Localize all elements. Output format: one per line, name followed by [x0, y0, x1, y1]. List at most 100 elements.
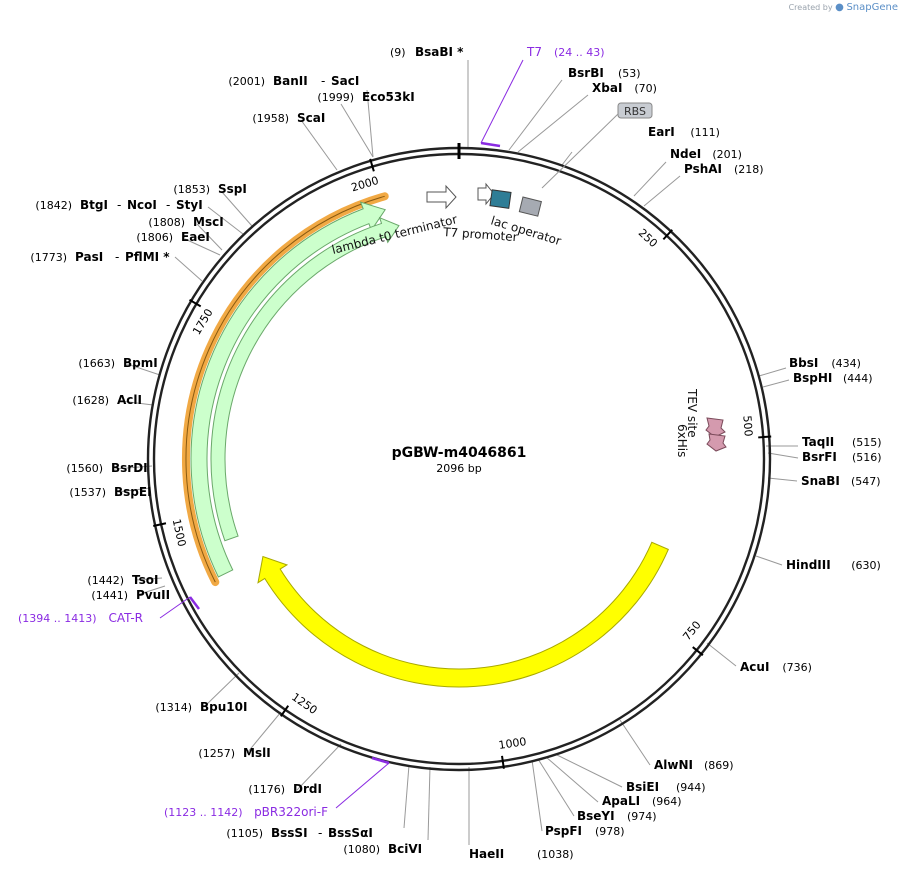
enzyme-site[interactable]: BciVI(1080)	[343, 842, 422, 856]
enzyme-site[interactable]: Eco53kI(1999)	[317, 90, 414, 104]
enzyme-site[interactable]: NdeI (201)	[670, 147, 742, 161]
enzyme-site[interactable]: BssSI-BssSαI(1105)	[226, 826, 372, 840]
enzyme-name[interactable]: EaeI	[181, 230, 210, 244]
enzyme-name[interactable]: BsrBI	[568, 66, 604, 80]
feature-lambda-t0-terminator[interactable]	[426, 184, 457, 210]
enzyme-name[interactable]: AcuI	[740, 660, 769, 674]
enzyme-site[interactable]: XbaI(70)	[592, 81, 657, 95]
enzyme-name[interactable]: Eco53kI	[362, 90, 415, 104]
enzyme-site[interactable]: TaqII(515)	[802, 435, 882, 449]
enzyme-site[interactable]: DrdI(1176)	[248, 782, 322, 796]
enzyme-site[interactable]: BpmI(1663)	[78, 356, 157, 370]
enzyme-name[interactable]: PvuII	[136, 588, 170, 602]
enzyme-site[interactable]: PvuII(1441)	[91, 588, 170, 602]
enzyme-site[interactable]: SnaBI(547)	[801, 474, 881, 488]
enzyme-name[interactable]: TaqII	[802, 435, 834, 449]
enzyme-name[interactable]: BssSI	[271, 826, 308, 840]
enzyme-site[interactable]: BspEI(1537)	[69, 485, 151, 499]
enzyme-name[interactable]: XbaI	[592, 81, 622, 95]
feature-ori[interactable]	[257, 541, 669, 688]
feature-6xhis[interactable]	[706, 433, 727, 452]
primer-name[interactable]: T7	[526, 45, 542, 59]
enzyme-name[interactable]: BanII	[273, 74, 308, 88]
enzyme-site[interactable]: HindIII(630)	[786, 558, 881, 572]
enzyme-site[interactable]: ScaI(1958)	[252, 111, 325, 125]
enzyme-name[interactable]: BspEI	[114, 485, 152, 499]
enzyme-site[interactable]: AcuI(736)	[740, 660, 812, 674]
enzyme-site[interactable]: SspI(1853)	[173, 182, 246, 196]
enzyme-site[interactable]: PspFI(978)	[545, 824, 625, 838]
enzyme-site[interactable]: BseYI(974)	[577, 809, 657, 823]
enzyme-leader	[758, 367, 787, 377]
enzyme-name[interactable]: BtgI	[80, 198, 108, 212]
enzyme-name[interactable]: MslI	[243, 746, 271, 760]
enzyme-position: (1806)	[136, 231, 173, 244]
enzyme-name[interactable]: BssSαI	[328, 826, 373, 840]
enzyme-name[interactable]: StyI	[176, 198, 203, 212]
feature-t7-promoter-arrow[interactable]	[477, 182, 495, 206]
enzyme-site[interactable]: BsrDI(1560)	[66, 461, 147, 475]
enzyme-site[interactable]: Bpu10I(1314)	[155, 700, 247, 714]
enzyme-name[interactable]: DrdI	[293, 782, 322, 796]
enzyme-site[interactable]: MscI(1808)	[148, 215, 223, 229]
enzyme-name[interactable]: Bpu10I	[200, 700, 247, 714]
enzyme-name[interactable]: HaeII	[469, 847, 504, 861]
enzyme-site[interactable]: EaeI (1806)	[136, 230, 209, 244]
enzyme-name[interactable]: AclI	[117, 393, 142, 407]
enzyme-name[interactable]: ScaI	[297, 111, 325, 125]
enzyme-name[interactable]: AlwNI	[654, 758, 693, 772]
enzyme-site[interactable]: PasI-PflMI *(1773)	[30, 250, 170, 264]
enzyme-name[interactable]: BciVI	[388, 842, 422, 856]
enzyme-site[interactable]: TsoI(1442)	[87, 573, 158, 587]
enzyme-name[interactable]: BbsI	[789, 356, 818, 370]
enzyme-name[interactable]: SnaBI	[801, 474, 840, 488]
enzyme-name[interactable]: PspFI	[545, 824, 582, 838]
enzyme-site[interactable]: BanII-SacI(2001)	[228, 74, 359, 88]
enzyme-site[interactable]: MslI(1257)	[198, 746, 270, 760]
enzyme-site[interactable]: BspHI(444)	[793, 371, 873, 385]
enzyme-name[interactable]: SacI	[331, 74, 359, 88]
plasmid-length: 2096 bp	[436, 462, 481, 475]
enzyme-name[interactable]: PflMI *	[125, 250, 170, 264]
primer-name[interactable]: CAT-R	[108, 611, 143, 625]
enzyme-site[interactable]: (9)BsaBI *	[390, 45, 464, 59]
enzyme-name[interactable]: BsrFI	[802, 450, 837, 464]
primer-mark[interactable]	[371, 756, 390, 765]
primer-mark[interactable]	[189, 596, 200, 610]
enzyme-name[interactable]: BsiEI	[626, 780, 659, 794]
feature-tev-site[interactable]	[705, 417, 726, 438]
enzyme-site[interactable]: ApaLI(964)	[602, 794, 682, 808]
feature-rbs-box[interactable]	[489, 189, 512, 209]
enzyme-name[interactable]: TsoI	[132, 573, 158, 587]
enzyme-site[interactable]: BsrBI(53)	[568, 66, 641, 80]
enzyme-site[interactable]: AclI(1628)	[72, 393, 142, 407]
primer-mark[interactable]	[480, 141, 501, 148]
enzyme-leader	[762, 379, 790, 388]
enzyme-name[interactable]: BsrDI	[111, 461, 148, 475]
enzyme-name[interactable]: PasI	[75, 250, 103, 264]
enzyme-site[interactable]: EarI(111)	[648, 125, 720, 139]
enzyme-name[interactable]: BspHI	[793, 371, 832, 385]
enzyme-name[interactable]: BseYI	[577, 809, 615, 823]
enzyme-name[interactable]: HindIII	[786, 558, 831, 572]
enzyme-site[interactable]: BtgI-NcoI-StyI(1842)	[35, 198, 202, 212]
enzyme-site[interactable]: BsiEI(944)	[626, 780, 706, 794]
enzyme-name[interactable]: MscI	[193, 215, 224, 229]
enzyme-name[interactable]: BsaBI *	[415, 45, 464, 59]
primer-name[interactable]: pBR322ori-F	[254, 805, 328, 819]
enzyme-name[interactable]: EarI	[648, 125, 675, 139]
enzyme-site[interactable]: AlwNI(869)	[654, 758, 734, 772]
enzyme-name[interactable]: NdeI	[670, 147, 701, 161]
enzyme-name[interactable]: SspI	[218, 182, 247, 196]
enzyme-site[interactable]: BsrFI(516)	[802, 450, 882, 464]
feature-cmr[interactable]	[190, 201, 386, 578]
enzyme-position: (201)	[712, 148, 742, 161]
enzyme-name[interactable]: BpmI	[123, 356, 158, 370]
feature-lac-operator[interactable]	[518, 196, 543, 217]
enzyme-site[interactable]: HaeII(1038)	[469, 847, 574, 861]
enzyme-name[interactable]: ApaLI	[602, 794, 640, 808]
enzyme-site[interactable]: BbsI(434)	[789, 356, 861, 370]
enzyme-name[interactable]: NcoI	[127, 198, 157, 212]
enzyme-site[interactable]: PshAI(218)	[684, 162, 764, 176]
enzyme-name[interactable]: PshAI	[684, 162, 722, 176]
